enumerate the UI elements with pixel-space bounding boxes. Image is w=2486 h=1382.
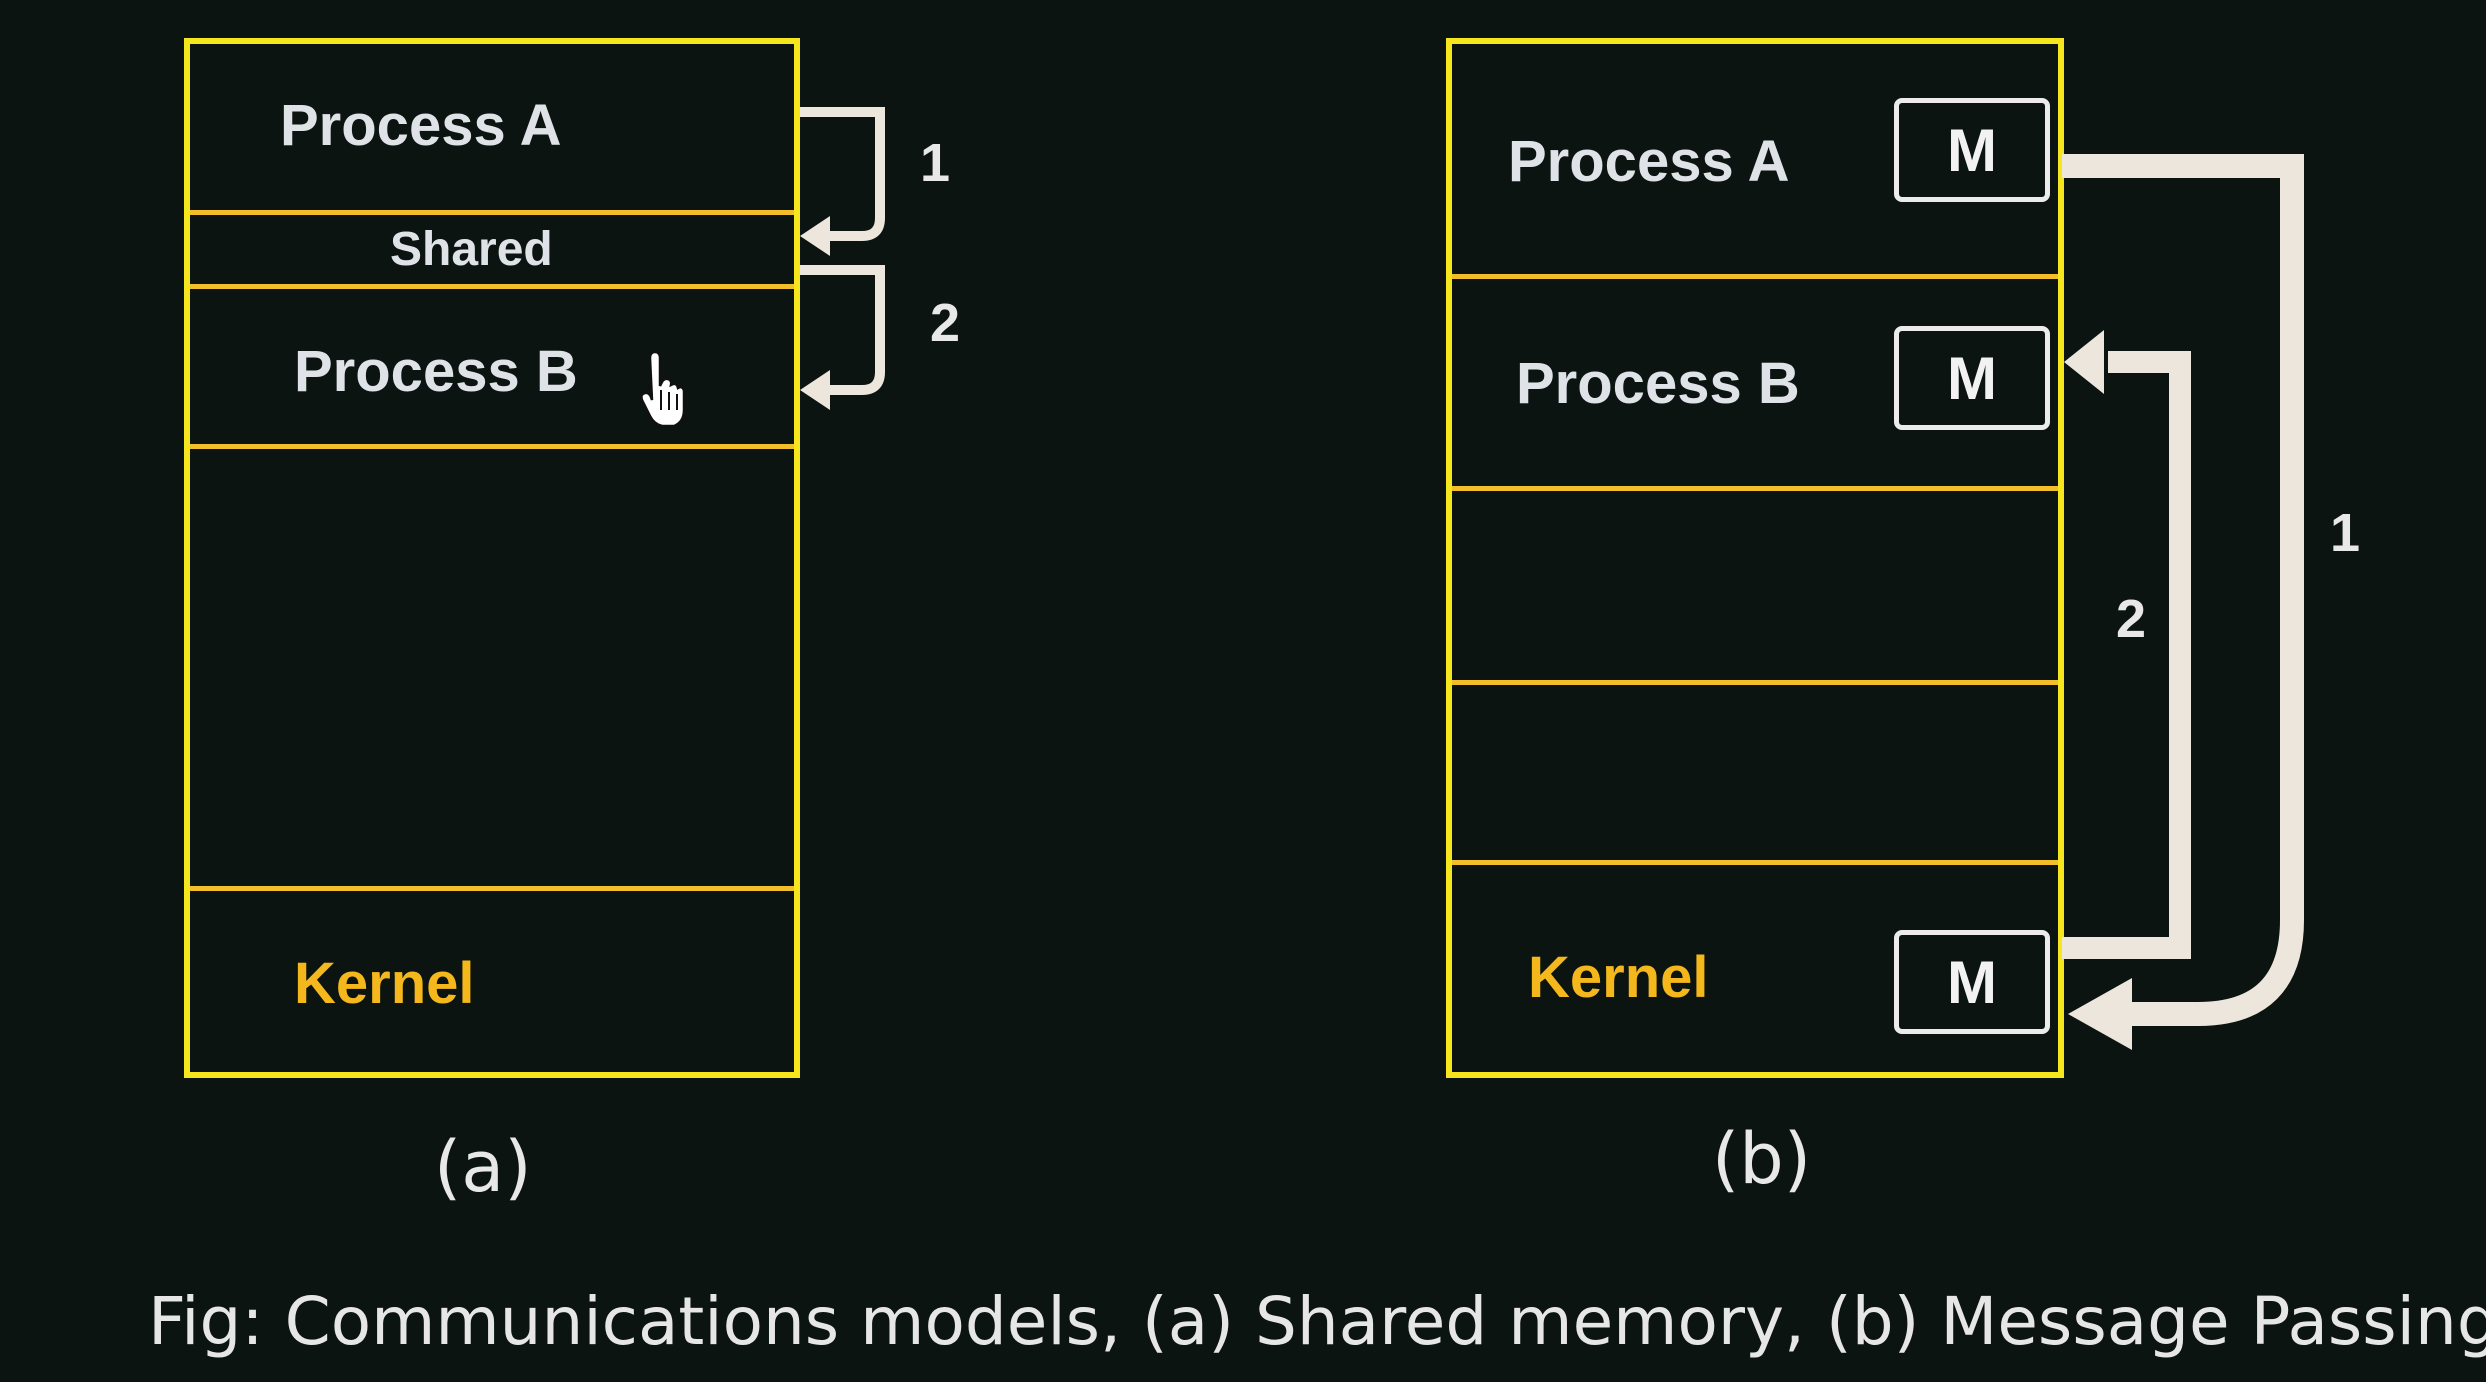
arrow-process-a-to-kernel xyxy=(2062,154,2304,1026)
arrow-head xyxy=(800,370,830,410)
divider-line xyxy=(190,284,794,289)
message-box: M xyxy=(1894,930,2050,1034)
arrow-head xyxy=(800,216,830,256)
divider-line xyxy=(1452,486,2058,491)
hand-cursor-icon xyxy=(640,350,686,428)
process-b-label: Process B xyxy=(1516,351,1800,416)
process-a-label: Process A xyxy=(1508,129,1790,194)
diagram-b-label: (b) xyxy=(1712,1118,1812,1200)
shared-region-label: Shared xyxy=(390,223,553,276)
diagram-a-label: (a) xyxy=(434,1126,532,1208)
divider-line xyxy=(1452,860,2058,865)
message-box: M xyxy=(1894,98,2050,202)
divider-line xyxy=(1452,680,2058,685)
arrow-head xyxy=(2068,978,2132,1050)
process-a-label: Process A xyxy=(280,93,562,158)
message-box: M xyxy=(1894,326,2050,430)
step-number: 2 xyxy=(2116,589,2147,649)
kernel-label: Kernel xyxy=(1528,945,1709,1010)
arrow-process-a-to-shared xyxy=(800,107,885,241)
arrow-head xyxy=(2064,330,2104,394)
message-passing-diagram xyxy=(1446,38,2064,1078)
arrow-kernel-to-process-b xyxy=(2062,351,2191,959)
kernel-label: Kernel xyxy=(294,951,475,1016)
step-number: 2 xyxy=(930,293,961,353)
figure-caption: Fig: Communications models, (a) Shared m… xyxy=(148,1283,2486,1360)
process-b-label: Process B xyxy=(294,339,578,404)
divider-line xyxy=(1452,274,2058,279)
arrow-shared-to-process-b xyxy=(800,265,885,395)
step-number: 1 xyxy=(2330,503,2361,563)
divider-line xyxy=(190,886,794,891)
step-number: 1 xyxy=(920,133,951,193)
shared-memory-diagram xyxy=(184,38,800,1078)
divider-line xyxy=(190,210,794,215)
divider-line xyxy=(190,444,794,449)
